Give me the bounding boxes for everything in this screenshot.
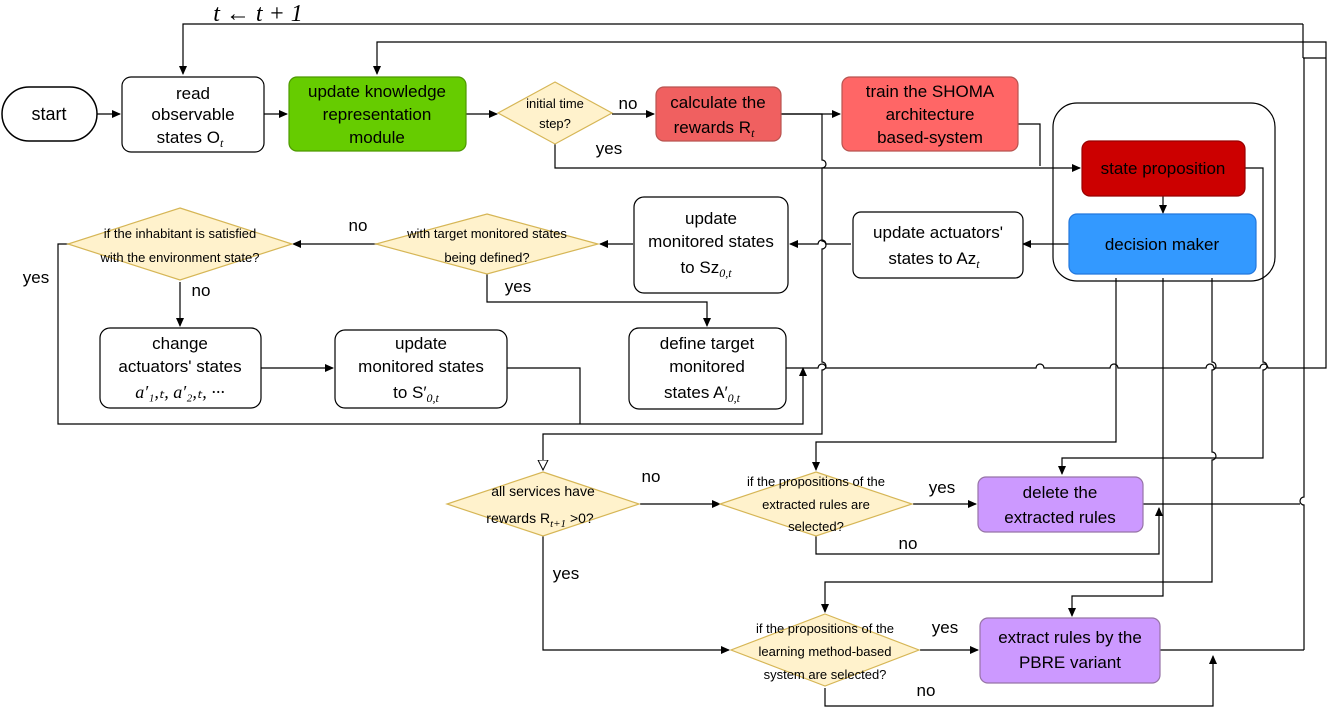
svg-text:with target monitored states: with target monitored states: [406, 226, 567, 241]
svg-text:decision maker: decision maker: [1105, 235, 1220, 254]
svg-text:states Ot: states Ot: [157, 128, 224, 150]
svg-text:all services have: all services have: [491, 483, 595, 499]
decision-maker-node: decision maker: [1068, 213, 1257, 275]
svg-text:rewards Rt: rewards Rt: [674, 118, 755, 140]
delete-rules-node: delete the extracted rules: [977, 476, 1144, 533]
start-node: start: [1, 86, 98, 142]
svg-text:architecture: architecture: [886, 105, 975, 124]
update-monitored-sz-node: update monitored states to Sz0,t: [633, 196, 789, 294]
svg-text:calculate the: calculate the: [670, 93, 765, 112]
svg-text:update actuators': update actuators': [873, 223, 1003, 242]
svg-text:define target: define target: [660, 334, 755, 353]
initial-time-decision: initial time step?: [496, 81, 614, 145]
svg-text:if the inhabitant is satisfied: if the inhabitant is satisfied: [104, 226, 256, 241]
svg-text:change: change: [152, 334, 208, 353]
svg-text:train the SHOMA: train the SHOMA: [866, 82, 995, 101]
svg-text:to Sz0,t: to Sz0,t: [680, 258, 732, 280]
svg-text:states A′0,t: states A′0,t: [664, 383, 741, 405]
svg-text:module: module: [349, 128, 405, 147]
svg-text:update knowledge: update knowledge: [308, 82, 446, 101]
start-label: start: [31, 104, 66, 124]
svg-text:update: update: [395, 334, 447, 353]
svg-text:extract rules by the: extract rules by the: [998, 628, 1142, 647]
label-no-target: no: [349, 216, 368, 235]
label-no-initial: no: [619, 94, 638, 113]
extract-rules-node: extract rules by the PBRE variant: [979, 617, 1161, 684]
svg-text:based-system: based-system: [877, 128, 983, 147]
svg-text:to S′0,t: to S′0,t: [393, 383, 439, 405]
svg-text:monitored states: monitored states: [648, 232, 774, 251]
with-target-decision: with target monitored states being defin…: [373, 213, 601, 275]
calculate-rewards-node: calculate the rewards Rt: [655, 86, 782, 142]
svg-text:delete the: delete the: [1023, 483, 1098, 502]
train-shoma-node: train the SHOMA architecture based-syste…: [841, 76, 1019, 152]
props-learning-decision: if the propositions of the learning meth…: [729, 613, 921, 687]
svg-text:rewards Rt+1 >0?: rewards Rt+1 >0?: [486, 510, 594, 530]
edges: [57, 23, 1327, 707]
svg-text:update: update: [685, 209, 737, 228]
label-yes-inhabitant: yes: [23, 268, 49, 287]
read-observable-node: read observable states Ot: [121, 76, 265, 153]
svg-text:states to Azt: states to Azt: [888, 249, 980, 271]
label-yes-extracted: yes: [929, 478, 955, 497]
svg-text:if the propositions of the: if the propositions of the: [756, 621, 894, 636]
svg-text:with the environment state?: with the environment state?: [100, 250, 260, 265]
inhabitant-satisfied-decision: if the inhabitant is satisfied with the …: [66, 207, 294, 281]
svg-text:representation: representation: [323, 105, 432, 124]
svg-text:system are selected?: system are selected?: [764, 667, 887, 682]
update-actuators-node: update actuators' states to Azt: [852, 211, 1024, 279]
label-no-learning: no: [917, 681, 936, 700]
svg-text:selected?: selected?: [788, 519, 844, 534]
loop-label: t ← t + 1: [213, 1, 303, 27]
label-yes-initial: yes: [596, 139, 622, 158]
svg-text:a′₁,ₜ, a′₂,ₜ, ···: a′₁,ₜ, a′₂,ₜ, ···: [135, 382, 225, 402]
update-monitored-s0-node: update monitored states to S′0,t: [334, 329, 508, 409]
svg-text:extracted rules are: extracted rules are: [762, 497, 870, 512]
props-extracted-decision: if the propositions of the extracted rul…: [718, 471, 914, 537]
svg-text:step?: step?: [539, 116, 571, 131]
all-services-decision: all services have rewards Rt+1 >0?: [445, 471, 641, 537]
svg-text:read: read: [176, 84, 210, 103]
svg-text:initial time: initial time: [526, 96, 584, 111]
svg-text:being defined?: being defined?: [444, 250, 529, 265]
label-yes-learning: yes: [932, 618, 958, 637]
svg-text:monitored: monitored: [669, 357, 745, 376]
change-actuators-node: change actuators' states a′₁,ₜ, a′₂,ₜ, ·…: [99, 327, 262, 409]
state-proposition-node: state proposition: [1081, 140, 1246, 197]
svg-text:learning method-based: learning method-based: [759, 644, 892, 659]
update-knowledge-node: update knowledge representation module: [288, 76, 467, 152]
label-yes-target: yes: [505, 277, 531, 296]
label-no-inhabitant: no: [192, 281, 211, 300]
label-no-services: no: [642, 467, 661, 486]
label-no-extracted: no: [899, 534, 918, 553]
label-yes-services: yes: [553, 564, 579, 583]
define-target-node: define target monitored states A′0,t: [628, 327, 787, 410]
svg-text:actuators' states: actuators' states: [118, 357, 241, 376]
agent-container: [1052, 102, 1276, 282]
svg-text:extracted rules: extracted rules: [1004, 508, 1116, 527]
svg-text:state proposition: state proposition: [1101, 159, 1226, 178]
svg-text:monitored states: monitored states: [358, 357, 484, 376]
edge-labels: no yes no yes yes no no yes yes no yes n…: [23, 94, 958, 700]
svg-text:if the propositions of the: if the propositions of the: [747, 474, 885, 489]
svg-text:observable: observable: [151, 105, 234, 124]
svg-text:PBRE variant: PBRE variant: [1019, 653, 1121, 672]
